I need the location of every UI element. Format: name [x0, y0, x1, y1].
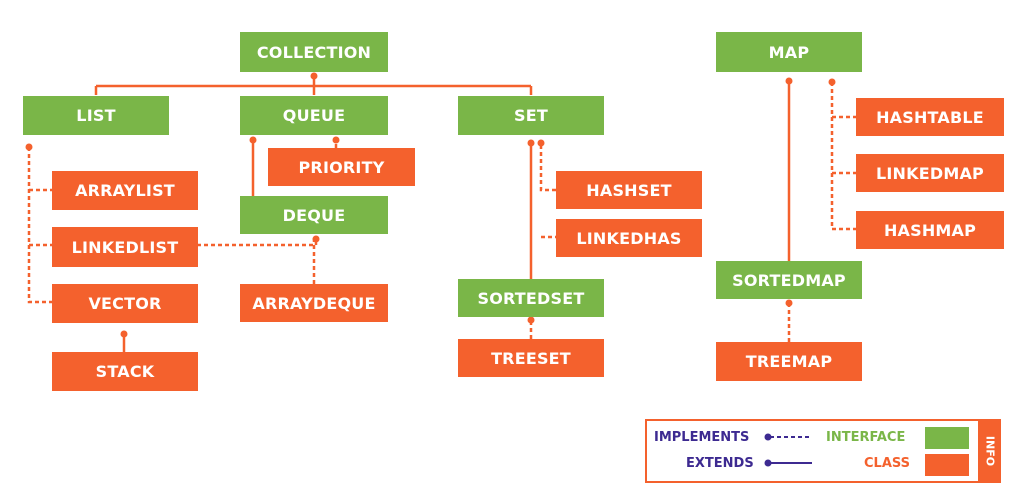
node-treeset: TREESET — [458, 339, 604, 377]
node-stack: STACK — [52, 352, 198, 391]
edge-linkedlist-deque — [197, 238, 318, 247]
node-linkedhas: LINKEDHAS — [556, 219, 702, 257]
edge-list-classes — [27, 147, 52, 304]
arrowhead-dot — [785, 77, 793, 85]
legend-implements-line — [764, 433, 812, 441]
arrowhead-dot — [332, 136, 340, 144]
node-arraydeque: ARRAYDEQUE — [240, 284, 388, 322]
legend-class-swatch — [925, 454, 969, 476]
node-list: LIST — [23, 96, 169, 135]
arrowhead-dot — [25, 143, 33, 151]
arrowhead-dot — [527, 316, 535, 324]
node-queue: QUEUE — [240, 96, 388, 135]
arrowhead-dot — [120, 330, 128, 338]
node-linkedmap: LINKEDMAP — [856, 154, 1004, 192]
node-sortedmap: SORTEDMAP — [716, 261, 862, 299]
edge-hashset-set — [539, 143, 556, 192]
node-vector: VECTOR — [52, 284, 198, 323]
edge-map-classes — [830, 82, 856, 231]
legend-tab-label: INFO — [983, 435, 996, 467]
node-arraylist: ARRAYLIST — [52, 171, 198, 210]
node-priority: PRIORITY — [268, 148, 415, 186]
node-collection: COLLECTION — [240, 32, 388, 72]
node-set: SET — [458, 96, 604, 135]
node-treemap: TREEMAP — [716, 342, 862, 381]
node-deque: DEQUE — [240, 196, 388, 234]
legend-class-label: CLASS — [864, 456, 911, 471]
legend-box — [645, 419, 1001, 483]
node-map: MAP — [716, 32, 862, 72]
arrowhead-dot — [785, 299, 793, 307]
arrowhead-dot — [527, 139, 535, 147]
arrowhead-dot — [312, 235, 320, 243]
arrowhead-dot — [828, 78, 836, 86]
node-hashset: HASHSET — [556, 171, 702, 209]
arrowhead-dot — [310, 72, 318, 80]
legend-interface-label: INTERFACE — [826, 430, 906, 445]
arrowhead-dot — [249, 136, 257, 144]
legend-implements-label: IMPLEMENTS — [654, 430, 750, 445]
node-sortedset: SORTEDSET — [458, 279, 604, 317]
node-linkedlist: LINKEDLIST — [52, 227, 198, 267]
legend-extends-line — [764, 459, 812, 467]
legend-interface-swatch — [925, 427, 969, 449]
legend-tab: INFO — [978, 419, 1001, 483]
node-hashtable: HASHTABLE — [856, 98, 1004, 136]
node-hashmap: HASHMAP — [856, 211, 1004, 249]
legend-extends-label: EXTENDS — [686, 456, 754, 471]
arrowhead-dot — [537, 139, 545, 147]
